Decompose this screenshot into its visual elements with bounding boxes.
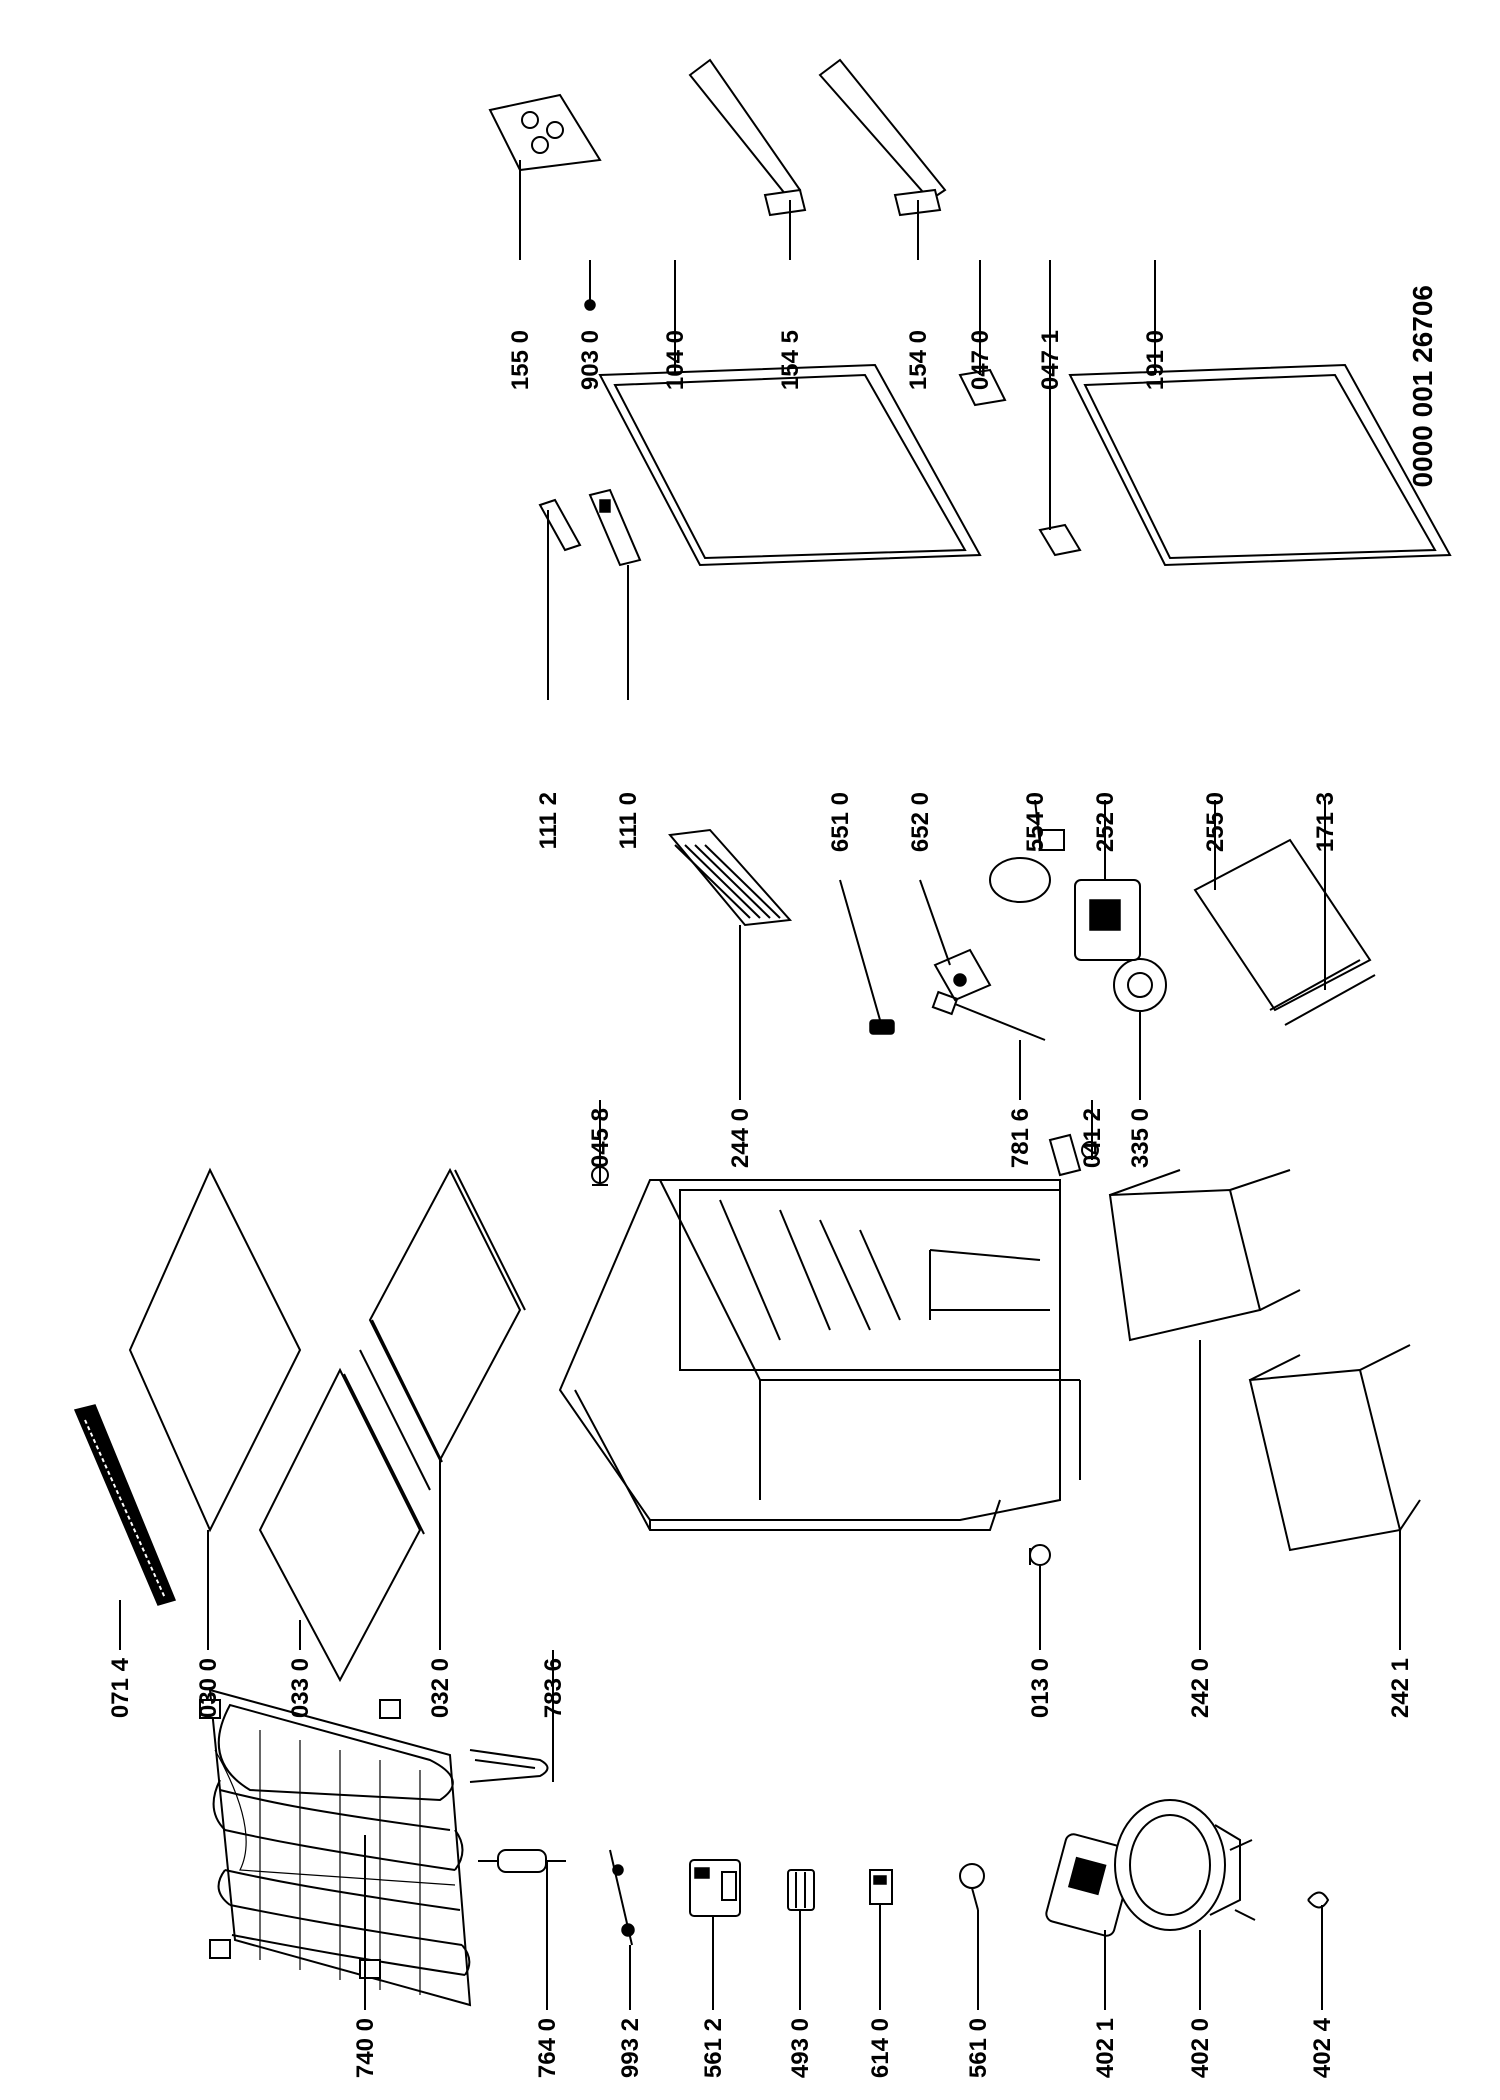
lamp-bracket <box>933 948 992 1002</box>
door-panel <box>598 363 982 567</box>
adjustable-foot <box>1029 1544 1051 1566</box>
label-071-4: 071 4 <box>107 1657 134 1718</box>
compressor-clip <box>1307 1891 1330 1909</box>
thermostat <box>689 1859 741 1917</box>
label-032-0: 032 0 <box>427 1658 454 1718</box>
label-764-0: 764 0 <box>534 2018 561 2078</box>
lamp-holder <box>869 1019 895 1035</box>
lamp-cover <box>787 1869 815 1911</box>
starter-relay <box>1045 1833 1135 1937</box>
label-402-1: 402 1 <box>1092 2018 1119 2078</box>
label-045-8: 045 8 <box>587 1108 614 1168</box>
glass-shelf-top <box>128 1167 302 1533</box>
capillary-tube <box>469 1749 549 1783</box>
label-154-0: 154 0 <box>905 330 932 390</box>
label-652-0: 652 0 <box>907 792 934 852</box>
label-493-0: 493 0 <box>787 2018 814 2078</box>
part-labels: 740 0 764 0 993 2 561 2 493 0 614 0 561 … <box>107 285 1438 2078</box>
hinge-part-lower <box>1038 523 1082 557</box>
evaporator-coil <box>199 1688 472 2007</box>
label-402-4: 402 4 <box>1309 2017 1336 2078</box>
label-191-0: 191 0 <box>1142 330 1169 390</box>
vent-grille <box>73 1404 177 1606</box>
glass-shelf-trimmed <box>359 1167 526 1491</box>
label-242-1: 242 1 <box>1387 1658 1414 1718</box>
door-shelf-lower <box>818 58 947 217</box>
label-111-2: 111 2 <box>535 792 562 849</box>
door-gasket <box>1068 363 1452 567</box>
wire-grid-shelf <box>668 828 793 927</box>
label-903-0: 903 0 <box>577 330 604 390</box>
label-335-0: 335 0 <box>1127 1108 1154 1168</box>
label-047-0: 047 0 <box>967 330 994 390</box>
egg-tray <box>488 93 602 172</box>
fan-motor <box>1074 879 1141 961</box>
leader-lines <box>119 160 1401 2010</box>
label-993-2: 993 2 <box>617 2018 644 2078</box>
label-013-0: 013 0 <box>1027 1658 1054 1718</box>
door-handle-strip <box>538 498 582 552</box>
label-244-0: 244 0 <box>727 1108 754 1168</box>
door-handle <box>588 488 642 567</box>
label-614-0: 614 0 <box>867 2018 894 2078</box>
label-041-2: 041 2 <box>1079 1108 1106 1168</box>
thermostat-knob <box>959 1863 985 1911</box>
label-033-0: 033 0 <box>287 1658 314 1718</box>
label-154-5: 154 5 <box>777 330 804 390</box>
label-651-0: 651 0 <box>827 792 854 852</box>
glass-shelf-middle <box>258 1367 425 1683</box>
label-255-0: 255 0 <box>1202 792 1229 852</box>
label-171-3: 171 3 <box>1312 792 1339 852</box>
label-561-2: 561 2 <box>700 2018 727 2078</box>
glass-shelf-bottom <box>1193 838 1372 1012</box>
door-switch <box>869 1869 893 1916</box>
label-030-0: 030 0 <box>195 1658 222 1718</box>
door-shelf-upper <box>688 58 807 217</box>
label-740-0: 740 0 <box>352 2018 379 2078</box>
label-554-0: 554 0 <box>1022 792 1049 852</box>
label-252-0: 252 0 <box>1092 792 1119 852</box>
document-number: 0000 001 26706 <box>1407 285 1438 487</box>
label-155-0: 155 0 <box>507 330 534 390</box>
fridge-cabinet <box>558 1179 1081 1531</box>
shelf-trim <box>1269 959 1376 1026</box>
label-781-6: 781 6 <box>1007 1108 1034 1168</box>
sensor-probe <box>609 1849 635 1946</box>
label-047-1: 047 1 <box>1037 330 1064 390</box>
label-242-0: 242 0 <box>1187 1658 1214 1718</box>
support-bar <box>931 990 1046 1041</box>
crisper-drawer <box>1108 1169 1301 1342</box>
crisper-drawer-lower <box>1248 1344 1421 1552</box>
label-561-0: 561 0 <box>965 2018 992 2078</box>
hinge-plate <box>1048 1133 1099 1177</box>
label-783-6: 783 6 <box>540 1658 567 1718</box>
label-402-0: 402 0 <box>1187 2018 1214 2078</box>
label-104-0: 104 0 <box>662 330 689 390</box>
fan-blade <box>1113 958 1167 1012</box>
filter-drier <box>478 1849 566 1873</box>
label-111-0: 111 0 <box>615 792 642 849</box>
fan-motor-shroud <box>989 829 1065 903</box>
compressor <box>1114 1799 1256 1931</box>
